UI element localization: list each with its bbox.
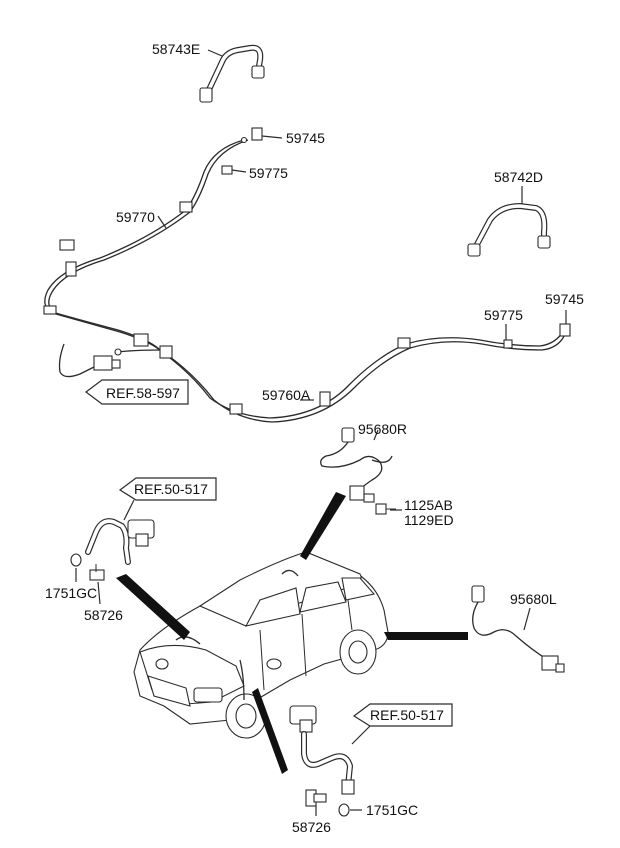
label-59745-right: 59745 [545,291,584,307]
hose-bottom [289,705,355,795]
pointer-wedge-right [384,632,468,640]
label-1125AB: 1125AB [404,497,453,513]
leader-59745-top [261,135,283,139]
leader-ref-50-517-left [123,499,135,521]
sensor-95680L [471,585,565,673]
label-59760A: 59760A [262,387,311,403]
label-1751GC-left: 1751GC [45,585,97,601]
ref-50-517-left-box [118,477,217,501]
label-95680R: 95680R [358,421,407,437]
clip-59745-top [251,127,263,141]
label-1751GC-bottom: 1751GC [366,802,418,818]
leader-ref-50-517-bottom [351,725,371,745]
label-59745-top: 59745 [286,130,325,146]
ref-58-597-box [85,379,189,405]
leader-58743E [207,49,223,57]
vehicle-illustration [133,551,389,739]
hose-58743E [199,44,265,103]
leader-59775-top [231,169,247,173]
leader-95680L [523,607,531,631]
sensor-95680R [320,427,393,503]
leader-95680R [373,429,379,441]
label-58726-left: 58726 [84,607,123,623]
label-58742D: 58742D [494,169,543,185]
label-58743E: 58743E [152,41,200,57]
harness-59770 [43,136,249,353]
hose-58742D [467,202,551,257]
label-59775-right: 59775 [484,307,523,323]
ref-50-517-left[interactable]: REF.50-517 [134,481,208,497]
ref-58-597[interactable]: REF.58-597 [106,385,180,401]
washer-1751GC-bottom [338,803,350,817]
bolt-58726-left [89,564,105,581]
ref-50-517-bottom[interactable]: REF.50-517 [370,707,444,723]
harness-59760A [159,323,571,423]
leader-59770 [157,215,167,229]
pointer-wedge-top [300,492,346,560]
pointer-wedge-bottom [252,688,288,774]
bolt-58726-bottom [305,789,327,807]
label-58726-bottom: 58726 [292,819,331,835]
pointer-wedge-left [116,574,190,640]
label-1129ED: 1129ED [404,512,454,528]
label-59770: 59770 [116,209,155,225]
hose-left [85,518,155,565]
sensor-ref58597 [58,343,161,378]
label-59775-top: 59775 [249,165,288,181]
ref-50-517-bottom-box [352,703,453,727]
label-95680L: 95680L [510,591,557,607]
washer-1751GC-left [70,553,82,567]
clip-59775-top [221,165,233,175]
leader-58726-left [97,581,101,605]
bolt-1125AB [375,503,396,515]
